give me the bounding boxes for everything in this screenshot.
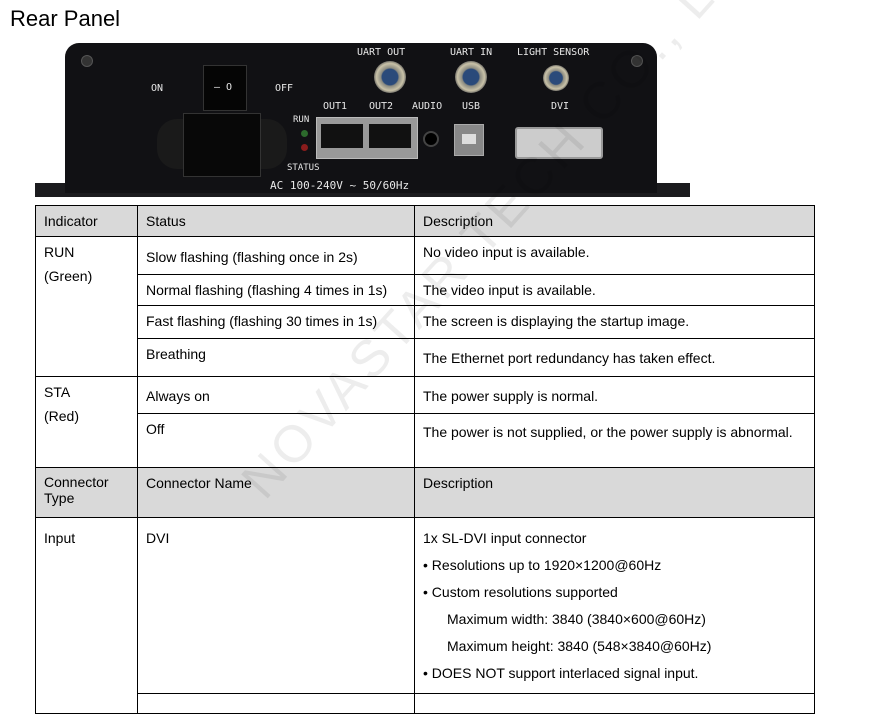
usb-port: [454, 124, 484, 156]
table-row: STA(Red) Always on The power supply is n…: [35, 376, 815, 468]
status-label: STATUS: [287, 163, 320, 173]
table-row: [36, 693, 815, 714]
light-sensor-label: LIGHT SENSOR: [517, 47, 590, 58]
table-header-row: Indicator Status Description: [35, 205, 815, 237]
power-rating-label: AC 100-240V ~ 50/60Hz: [270, 179, 410, 192]
connector-name-cell: DVI: [137, 517, 415, 694]
table-row: Normal flashing (flashing 4 times in 1s)…: [36, 274, 815, 306]
rear-panel-photo: — O ON OFF UART OUT UART IN LIGHT SENSOR…: [35, 43, 690, 198]
device-body: — O ON OFF UART OUT UART IN LIGHT SENSOR…: [65, 43, 657, 193]
specs-table: Indicator Status Description RUN(Green) …: [35, 205, 815, 714]
section-title: Rear Panel: [10, 6, 121, 31]
list-item: Maximum width: 3840 (3840×600@60Hz): [447, 611, 706, 627]
indicator-run: RUN(Green): [35, 236, 138, 377]
table-row: RUN(Green) Slow flashing (flashing once …: [35, 236, 815, 377]
uart-out-label: UART OUT: [357, 47, 406, 58]
light-sensor-port: [543, 65, 569, 91]
description-cell: No video input is available.: [414, 236, 815, 275]
run-label: RUN: [293, 115, 310, 125]
power-inlet: [183, 113, 261, 177]
table-row: Off The power is not supplied, or the po…: [36, 413, 815, 468]
list-item: Maximum height: 3840 (548×3840@60Hz): [447, 638, 712, 654]
description-cell: 1x SL-DVI input connector Resolutions up…: [414, 517, 815, 694]
header-description: Description: [414, 205, 815, 237]
connector-type-cell: Input: [35, 517, 138, 714]
uart-out-port: [374, 61, 406, 93]
description-cell: The Ethernet port redundancy has taken e…: [414, 338, 815, 377]
status-cell: Normal flashing (flashing 4 times in 1s): [137, 274, 415, 306]
header-connector-name: Connector Name: [137, 467, 415, 518]
feature-list: Resolutions up to 1920×1200@60Hz Custom …: [423, 556, 806, 682]
status-cell: Always on: [137, 376, 415, 414]
header-description: Description: [414, 467, 815, 518]
header-status: Status: [137, 205, 415, 237]
table-header-row: Connector Type Connector Name Descriptio…: [35, 467, 815, 518]
ethernet-ports: [316, 117, 418, 159]
indicator-sta: STA(Red): [35, 376, 138, 468]
description-cell: The power is not supplied, or the power …: [414, 413, 815, 468]
uart-in-port: [455, 61, 487, 93]
out2-label: OUT2: [369, 101, 394, 112]
audio-label: AUDIO: [412, 101, 443, 112]
dvi-port: [515, 127, 603, 159]
out1-label: OUT1: [323, 101, 348, 112]
list-item: Resolutions up to 1920×1200@60Hz: [423, 556, 806, 574]
header-indicator: Indicator: [35, 205, 138, 237]
table-row: Breathing The Ethernet port redundancy h…: [36, 338, 815, 377]
description-cell: The screen is displaying the startup ima…: [414, 305, 815, 339]
dvi-label: DVI: [551, 101, 570, 112]
description-cell: The video input is available.: [414, 274, 815, 306]
status-cell: Breathing: [137, 338, 415, 377]
table-row: Input DVI 1x SL-DVI input connector Reso…: [35, 517, 815, 714]
status-led: [301, 144, 308, 151]
status-cell: Fast flashing (flashing 30 times in 1s): [137, 305, 415, 339]
status-cell: Slow flashing (flashing once in 2s): [137, 236, 415, 275]
description-cell: The power supply is normal.: [414, 376, 815, 414]
usb-label: USB: [462, 101, 481, 112]
status-cell: Off: [137, 413, 415, 468]
power-switch: — O: [203, 65, 247, 111]
off-label: OFF: [275, 83, 294, 94]
uart-in-label: UART IN: [450, 47, 493, 58]
on-label: ON: [151, 83, 164, 94]
audio-jack: [423, 131, 439, 147]
run-led: [301, 130, 308, 137]
table-row: Fast flashing (flashing 30 times in 1s) …: [36, 305, 815, 339]
screw-icon: [81, 55, 93, 67]
list-item: Custom resolutions supported: [423, 583, 806, 601]
screw-icon: [631, 55, 643, 67]
header-connector-type: Connector Type: [35, 467, 138, 518]
list-item: DOES NOT support interlaced signal input…: [423, 664, 806, 682]
